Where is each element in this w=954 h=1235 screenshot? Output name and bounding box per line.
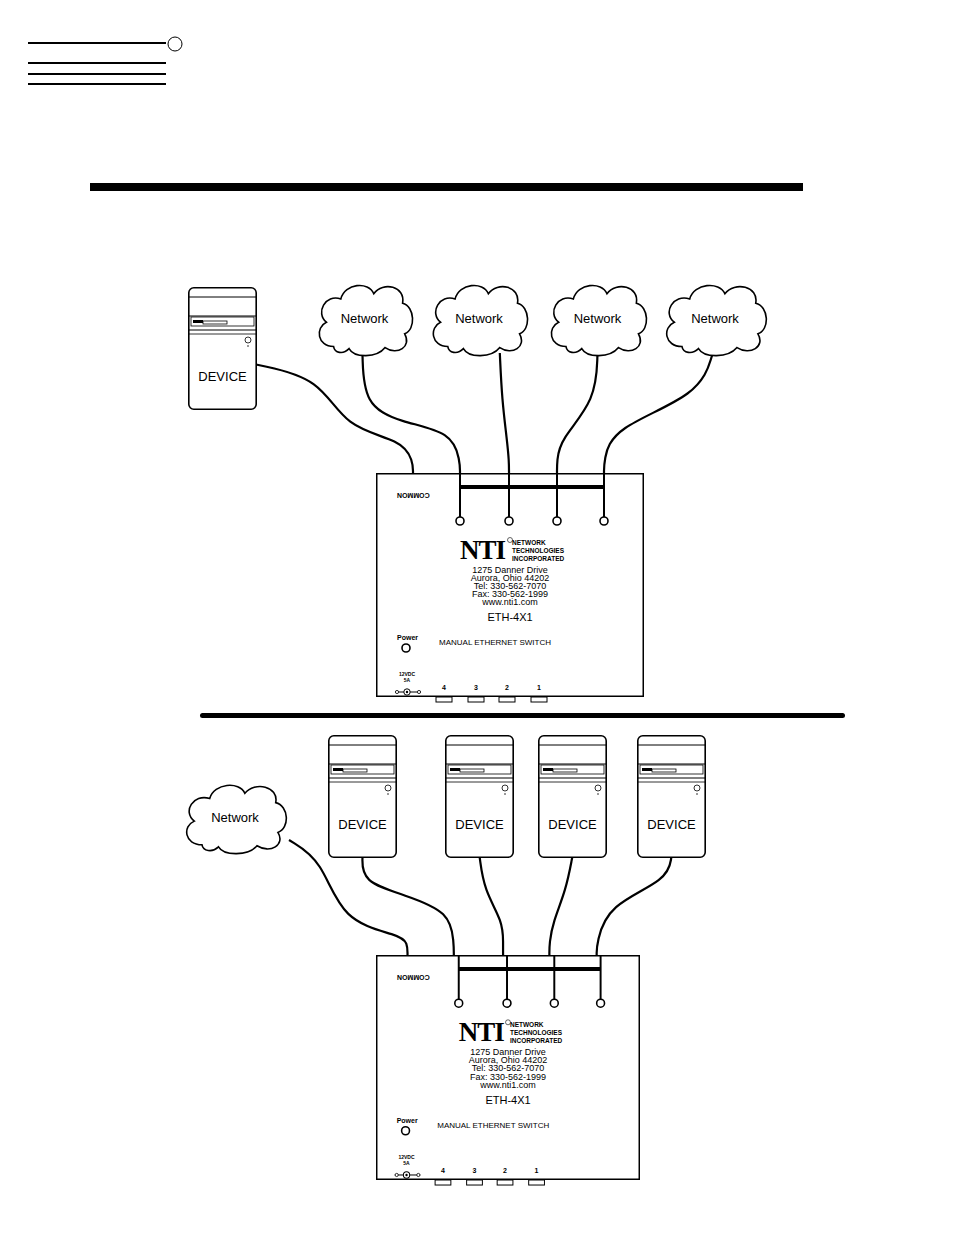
network-cable: [557, 353, 598, 473]
power-rating: 12VDC 5A: [399, 671, 415, 683]
network-cable: [549, 856, 572, 955]
network-cable: [500, 353, 509, 473]
network-cable: [256, 364, 413, 473]
model-number: ETH-4X1: [487, 612, 532, 623]
product-name: MANUAL ETHERNET SWITCH: [437, 1122, 549, 1130]
ethernet-switch: COMMON NTI NETWORK TECHNOLOGIES INCORPORAT…: [376, 473, 644, 697]
product-name: MANUAL ETHERNET SWITCH: [439, 639, 551, 647]
device-box: DEVICE: [637, 735, 706, 858]
network-label: Network: [691, 312, 739, 325]
device-label: DEVICE: [198, 370, 246, 383]
network-label: Network: [211, 811, 259, 824]
port-number: 2: [505, 684, 509, 691]
website: www.nti1.com: [482, 598, 538, 607]
network-cloud: Network: [660, 281, 770, 355]
network-cloud: Network: [313, 281, 416, 355]
common-port-label: COMMON: [397, 974, 430, 981]
network-label: Network: [574, 312, 622, 325]
company-logo: NTI: [460, 537, 505, 564]
corner-logo: [28, 37, 182, 84]
power-label: Power: [397, 634, 418, 641]
computer-tower: [445, 735, 514, 858]
power-rating: 12VDC 5A: [398, 1154, 414, 1166]
company-name: NETWORK TECHNOLOGIES INCORPORATED: [510, 1021, 562, 1044]
computer-tower: [328, 735, 397, 858]
device-box: DEVICE: [538, 735, 607, 858]
header-bar: [90, 183, 803, 191]
device-box: DEVICE: [328, 735, 397, 858]
ethernet-switch: COMMON NTI NETWORK TECHNOLOGIES INCORPORAT…: [376, 955, 640, 1180]
device-label: DEVICE: [338, 818, 386, 831]
network-label: Network: [341, 312, 389, 325]
port-number: 1: [537, 684, 541, 691]
power-label: Power: [397, 1117, 418, 1124]
port-number: 4: [441, 1167, 445, 1174]
model-number: ETH-4X1: [485, 1095, 530, 1106]
computer-tower: [188, 287, 257, 410]
network-cloud: Network: [545, 281, 650, 355]
device-box: DEVICE: [188, 287, 257, 410]
network-cable: [362, 856, 453, 955]
port-number: 3: [473, 1167, 477, 1174]
device-label: DEVICE: [647, 818, 695, 831]
network-label: Network: [455, 312, 503, 325]
device-box: DEVICE: [445, 735, 514, 858]
website: www.nti1.com: [480, 1081, 536, 1090]
device-label: DEVICE: [548, 818, 596, 831]
company-logo: NTI: [459, 1019, 504, 1046]
common-port-label: COMMON: [397, 492, 430, 499]
network-cable: [480, 856, 504, 955]
network-cable: [362, 353, 460, 473]
separator-bar: [200, 713, 845, 718]
network-cable: [597, 856, 672, 955]
port-number: 2: [503, 1167, 507, 1174]
computer-tower: [637, 735, 706, 858]
computer-tower: [538, 735, 607, 858]
port-number: 3: [474, 684, 478, 691]
network-cable: [604, 353, 713, 473]
port-number: 1: [535, 1167, 539, 1174]
port-number: 4: [442, 684, 446, 691]
company-name: NETWORK TECHNOLOGIES INCORPORATED: [512, 539, 564, 562]
network-cloud: Network: [180, 781, 290, 853]
device-label: DEVICE: [455, 818, 503, 831]
network-cloud: Network: [427, 281, 531, 355]
